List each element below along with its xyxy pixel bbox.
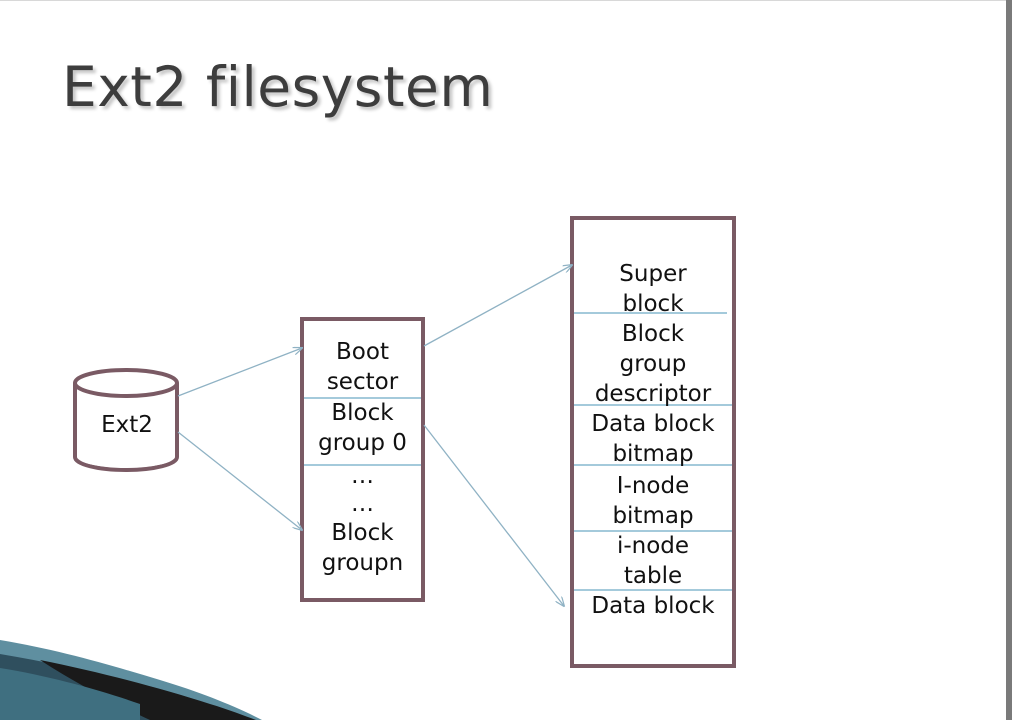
cell-data-block-bitmap: Data block bitmap (574, 408, 732, 470)
disk-cylinder (73, 368, 179, 472)
slide-title: Ext2 filesystem (62, 55, 494, 119)
corner-decoration (0, 640, 262, 720)
inode-table-line-1: i-node (616, 533, 690, 559)
boot-sector-line-1: Boot (336, 339, 389, 365)
ellipsis-line-1: … (351, 463, 374, 489)
cell-block-group-n: Block groupn (304, 517, 421, 579)
block-group-n-line-1: Block (331, 520, 394, 546)
data-block-bitmap-line-1: Data block (591, 411, 715, 437)
super-block-line-1: Super (619, 261, 687, 287)
super-block-line-2: block (622, 291, 684, 317)
cell-super-block: Super block (574, 258, 732, 320)
cell-inode-bitmap: I-node bitmap (574, 470, 732, 532)
inode-bitmap-line-2: bitmap (612, 503, 694, 529)
data-block-bitmap-line-2: bitmap (612, 441, 694, 467)
arrow-group0-to-bottom (423, 424, 564, 606)
boot-sector-line-2: sector (326, 369, 399, 395)
inode-table-line-2: table (623, 563, 683, 589)
partition-box (300, 317, 425, 602)
block-group-0-line-2: group 0 (318, 430, 407, 456)
disk-label: Ext2 (101, 412, 153, 438)
cell-boot-sector: Boot sector (304, 337, 421, 397)
ellipsis-line-2: … (351, 491, 374, 517)
cell-group-descriptor: Block group descriptor (574, 318, 732, 410)
block-group-box (570, 216, 736, 668)
block-group-n-line-2: groupn (321, 550, 404, 576)
slide-top-edge (0, 0, 1012, 1)
cell-ellipsis: … … (304, 462, 421, 518)
inode-bitmap-line-1: I-node (616, 473, 690, 499)
group-descriptor-line-2: group (619, 351, 687, 377)
arrow-disk-to-boot (177, 348, 302, 397)
cell-inode-table: i-node table (574, 531, 732, 591)
cell-block-group-0: Block group 0 (304, 397, 421, 459)
data-block-line-1: Data block (591, 593, 715, 619)
slide-right-edge (1006, 0, 1012, 720)
group-descriptor-line-1: Block (621, 321, 685, 347)
arrow-disk-to-groupn (177, 431, 302, 530)
arrow-group0-to-top (423, 265, 572, 347)
group-descriptor-line-3: descriptor (594, 381, 712, 407)
cell-data-block: Data block (574, 591, 732, 621)
block-group-0-line-1: Block (331, 400, 394, 426)
